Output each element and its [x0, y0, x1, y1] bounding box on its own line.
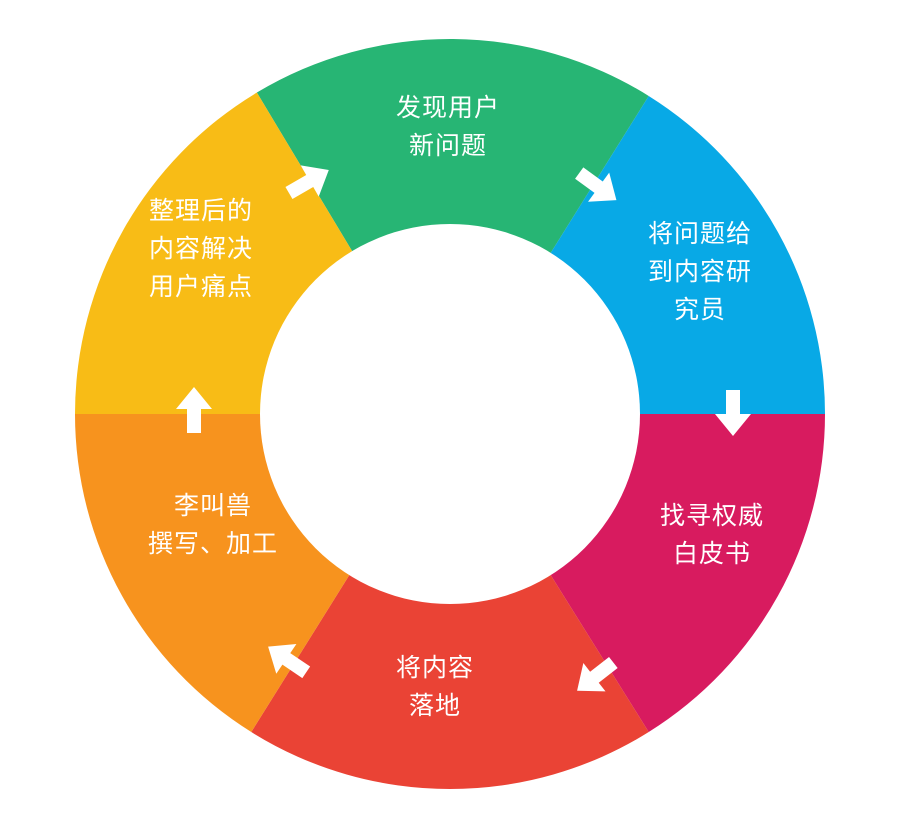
arrow-solve [176, 387, 212, 433]
arrow-icon [577, 656, 618, 692]
segment-label-discover-line-1: 发现用户 [396, 93, 500, 122]
segment-label-assign-line-3: 究员 [674, 295, 726, 324]
segment-label-write-line-2: 撰写、加工 [148, 529, 278, 558]
segment-label-land-line-2: 落地 [409, 691, 461, 720]
segment-label-land-line-1: 将内容 [396, 653, 474, 682]
arrow-write [268, 643, 311, 679]
arrow-research [715, 390, 751, 436]
segment-land [251, 573, 649, 790]
arrow-icon [575, 167, 617, 202]
arrow-land [577, 656, 618, 692]
arrow-icon [285, 165, 329, 200]
arrow-icon [268, 643, 311, 679]
arrow-discover [285, 165, 329, 200]
segment-label-solve-line-1: 整理后的 [149, 196, 253, 225]
segment-label-solve-line-3: 用户痛点 [149, 272, 253, 301]
segment-label-research-line-1: 找寻权威 [660, 501, 764, 530]
arrow-icon [176, 387, 212, 433]
segment-label-discover-line-2: 新问题 [409, 131, 487, 160]
segment-research [549, 414, 825, 733]
segment-solve [75, 92, 354, 415]
segment-label-assign-line-1: 将问题给 [648, 219, 752, 248]
segment-assign [549, 95, 825, 414]
center-hole [260, 224, 640, 604]
arrow-icon [715, 390, 751, 436]
segment-label-write-line-1: 李叫兽 [174, 491, 252, 520]
arrow-assign [575, 167, 617, 202]
segment-label-assign-line-2: 到内容研 [648, 257, 752, 286]
cycle-arrows [176, 165, 751, 692]
segment-discover [256, 39, 649, 255]
segment-label-solve-line-2: 内容解决 [149, 234, 253, 263]
segment-label-research-line-2: 白皮书 [673, 539, 751, 568]
